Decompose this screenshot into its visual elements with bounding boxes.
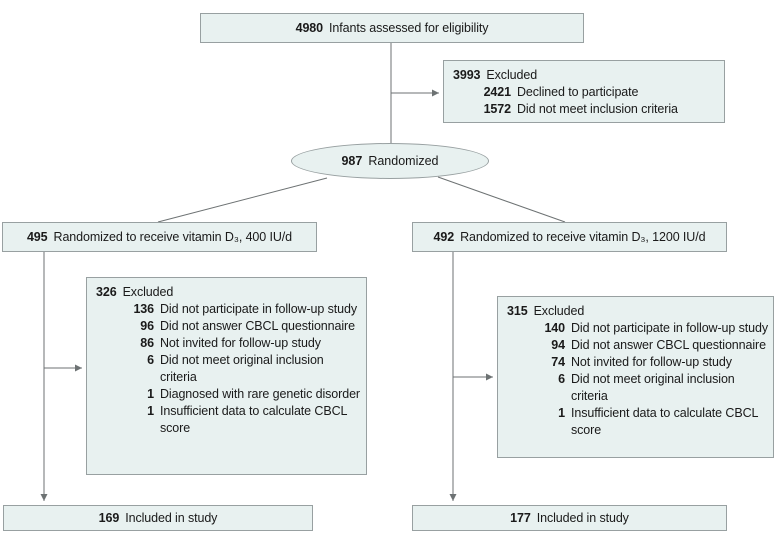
included-400-label: Included in study xyxy=(125,511,218,525)
reason-count: 1 xyxy=(147,404,154,418)
exclusion-reason-row: 6 Did not meet original inclusion criteri… xyxy=(96,352,362,386)
reason-count: 1572 xyxy=(483,102,512,116)
line-randomized-to-arm-1200 xyxy=(437,176,566,223)
exclusion-reason-row: 94 Did not answer CBCL questionnaire xyxy=(507,337,769,354)
exclusion-reason-row: 1572 Did not meet inclusion criteria xyxy=(453,101,720,118)
exclusion-reason-row: 86 Not invited for follow-up study xyxy=(96,335,362,352)
eligibility-count: 4980 xyxy=(295,21,324,35)
reason-label: Declined to participate xyxy=(517,85,639,99)
exclusion-reason-row: 1 Diagnosed with rare genetic disorder xyxy=(96,386,362,403)
exclusion-header-row: 315 Excluded xyxy=(507,303,769,320)
eligibility-box: 4980 Infants assessed for eligibility xyxy=(200,13,584,43)
reason-label: Did not answer CBCL questionnaire xyxy=(571,338,766,352)
initial-excluded-box: 3993 Excluded 2421 Declined to participat… xyxy=(443,60,725,123)
arm-1200-box: 492 Randomized to receive vitamin D₃, 12… xyxy=(412,222,727,252)
arm-1200-label: Randomized to receive vitamin D₃, 1200 I… xyxy=(460,230,706,244)
exclusion-header-row: 3993 Excluded xyxy=(453,67,720,84)
arm-1200-count: 492 xyxy=(433,230,455,244)
excluded-label: Excluded xyxy=(533,304,585,318)
exclusion-reason-list: 2421 Declined to participate 1572 Did not m… xyxy=(453,84,720,118)
exclusion-reason-list: 140 Did not participate in follow-up stud… xyxy=(507,320,769,439)
reason-label: Did not answer CBCL questionnaire xyxy=(160,319,355,333)
reason-count: 1 xyxy=(558,406,565,420)
reason-label: Did not participate in follow-up study xyxy=(160,302,357,316)
excluded-label: Excluded xyxy=(486,68,538,82)
exclusion-reason-row: 1 Insufficient data to calculate CBCL sco… xyxy=(507,405,769,439)
randomized-label: Randomized xyxy=(368,154,439,168)
excluded-count: 315 xyxy=(507,304,528,318)
included-1200-count: 177 xyxy=(510,511,531,525)
reason-label: Did not meet original inclusion criteria xyxy=(160,353,324,384)
reason-count: 96 xyxy=(140,319,154,333)
reason-label: Insufficient data to calculate CBCL scor… xyxy=(571,406,758,437)
reason-label: Insufficient data to calculate CBCL scor… xyxy=(160,404,347,435)
reason-count: 2421 xyxy=(483,85,512,99)
reason-count: 6 xyxy=(558,372,565,386)
included-1200-box: 177 Included in study xyxy=(412,505,727,531)
exclusion-reason-row: 136 Did not participate in follow-up stud… xyxy=(96,301,362,318)
eligibility-label: Infants assessed for eligibility xyxy=(329,21,489,35)
reason-count: 1 xyxy=(147,387,154,401)
reason-count: 140 xyxy=(544,321,565,335)
reason-label: Not invited for follow-up study xyxy=(160,336,321,350)
randomized-oval: 987 Randomized xyxy=(291,143,489,179)
exclusion-header-row: 326 Excluded xyxy=(96,284,362,301)
excluded-1200-box: 315 Excluded 140 Did not participate in f… xyxy=(497,296,774,458)
reason-count: 136 xyxy=(133,302,154,316)
arm-400-box: 495 Randomized to receive vitamin D₃, 40… xyxy=(2,222,317,252)
reason-label: Did not meet inclusion criteria xyxy=(517,102,678,116)
exclusion-reason-row: 2421 Declined to participate xyxy=(453,84,720,101)
arm-400-count: 495 xyxy=(26,230,48,244)
exclusion-reason-row: 140 Did not participate in follow-up stud… xyxy=(507,320,769,337)
line-randomized-to-arm-400 xyxy=(157,177,328,223)
reason-label: Not invited for follow-up study xyxy=(571,355,732,369)
excluded-count: 3993 xyxy=(453,68,481,82)
exclusion-reason-row: 1 Insufficient data to calculate CBCL sco… xyxy=(96,403,362,437)
arm-400-label: Randomized to receive vitamin D₃, 400 IU… xyxy=(53,230,293,244)
included-1200-label: Included in study xyxy=(536,511,629,525)
reason-count: 86 xyxy=(140,336,154,350)
excluded-count: 326 xyxy=(96,285,117,299)
reason-label: Diagnosed with rare genetic disorder xyxy=(160,387,360,401)
included-400-count: 169 xyxy=(98,511,120,525)
reason-count: 74 xyxy=(551,355,565,369)
included-400-box: 169 Included in study xyxy=(3,505,313,531)
reason-label: Did not participate in follow-up study xyxy=(571,321,768,335)
exclusion-reason-row: 6 Did not meet original inclusion criteri… xyxy=(507,371,769,405)
reason-count: 6 xyxy=(147,353,154,367)
reason-label: Did not meet original inclusion criteria xyxy=(571,372,735,403)
exclusion-reason-list: 136 Did not participate in follow-up stud… xyxy=(96,301,362,437)
excluded-400-box: 326 Excluded 136 Did not participate in f… xyxy=(86,277,367,475)
reason-count: 94 xyxy=(551,338,565,352)
exclusion-reason-row: 96 Did not answer CBCL questionnaire xyxy=(96,318,362,335)
exclusion-reason-row: 74 Not invited for follow-up study xyxy=(507,354,769,371)
excluded-label: Excluded xyxy=(122,285,174,299)
randomized-count: 987 xyxy=(341,154,363,168)
